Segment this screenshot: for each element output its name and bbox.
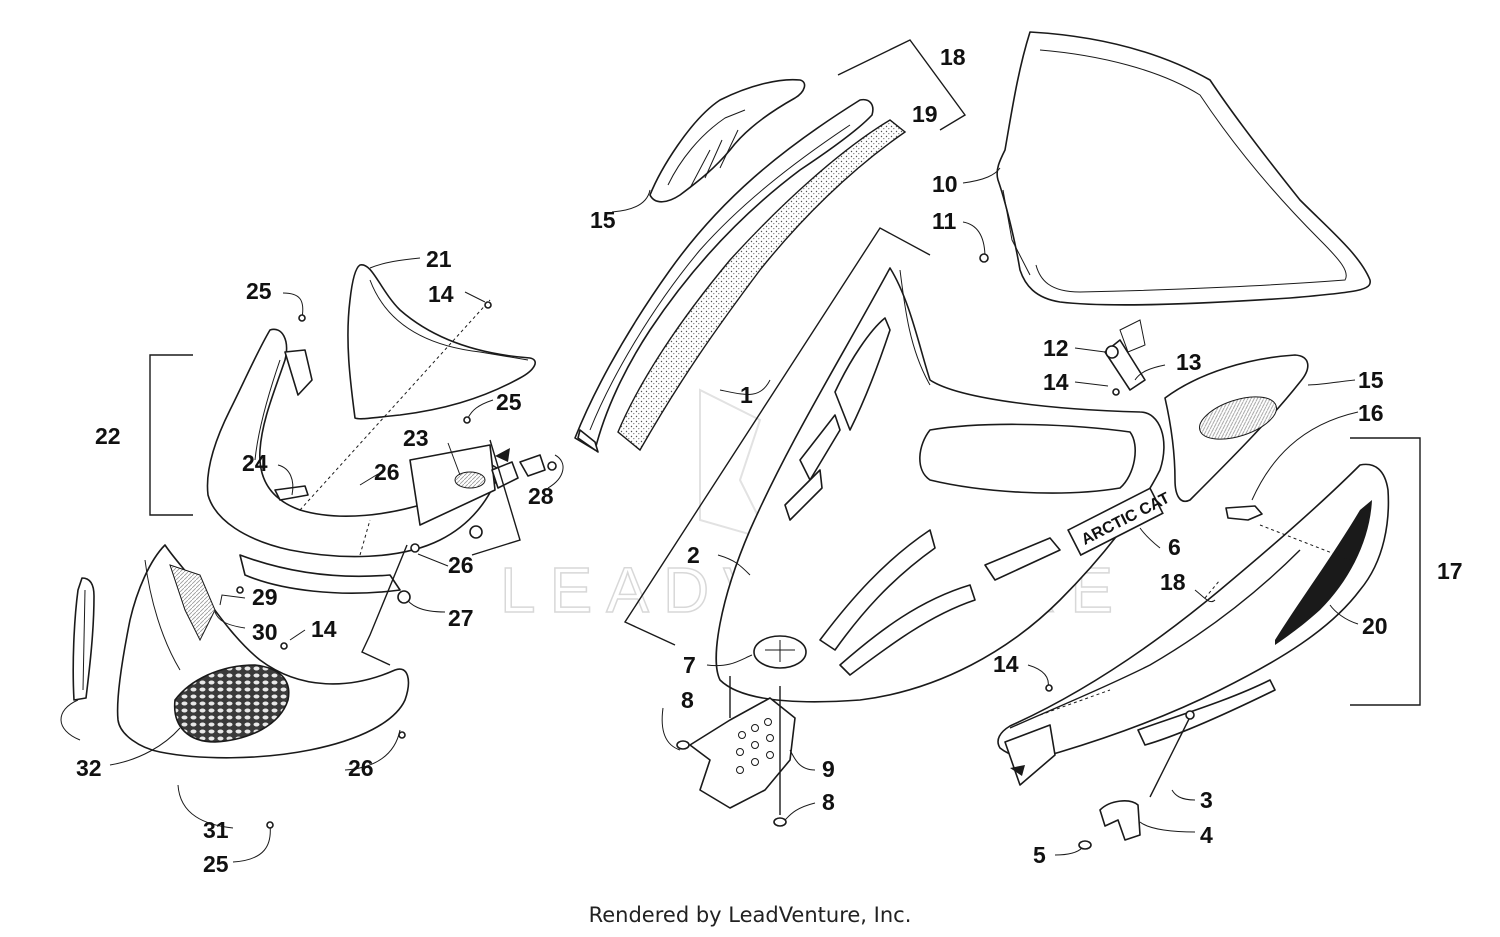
callout-8b: 8 [822,789,835,815]
callout-9: 9 [822,756,835,782]
callout-16: 16 [1358,400,1384,426]
callout-22: 22 [95,423,121,449]
callout-15a: 15 [590,207,616,233]
callout-14c: 14 [311,616,337,642]
callout-25c: 25 [203,851,229,877]
callout-25a: 25 [246,278,272,304]
callout-10: 10 [932,171,958,197]
side-vent-strip [72,577,95,701]
callout-7: 7 [683,652,696,678]
callouts: 1 2 3 4 5 6 7 8 8 9 10 11 12 13 14 14 14… [76,44,1463,877]
right-side-panel [997,463,1390,786]
lower-fascia [116,544,410,759]
callout-23: 23 [403,425,429,451]
foam-strip [617,119,907,452]
callout-29: 29 [252,584,278,610]
callout-11: 11 [932,208,957,234]
callout-14a: 14 [428,281,454,307]
fasteners [236,253,1120,829]
callout-1: 1 [740,382,753,408]
callout-18a: 18 [940,44,966,70]
callout-21: 21 [426,246,452,272]
callout-31: 31 [203,817,229,843]
leader-lines [60,167,1359,863]
callout-28: 28 [528,483,554,509]
callout-13: 13 [1176,349,1202,375]
callout-5: 5 [1033,842,1046,868]
callout-15b: 15 [1358,367,1384,393]
clip [1225,505,1263,521]
callout-32: 32 [76,755,102,781]
callout-4: 4 [1200,822,1213,848]
top-trim-strip [574,98,874,453]
right-vent-trim [1164,354,1309,502]
bottom-bracket-hardware [1078,710,1195,850]
callout-19: 19 [912,101,938,127]
callout-24: 24 [242,450,268,476]
callout-12: 12 [1043,335,1069,361]
callout-6: 6 [1168,534,1181,560]
callout-3: 3 [1200,787,1213,813]
callout-26c: 26 [348,755,374,781]
callout-2: 2 [687,542,700,568]
rendered-by-footer: Rendered by LeadVenture, Inc. [588,903,912,927]
upper-vent-trim [649,78,806,203]
callout-18b: 18 [1160,569,1186,595]
callout-26b: 26 [448,552,474,578]
callout-17: 17 [1437,558,1463,584]
callout-30: 30 [252,619,278,645]
callout-20: 20 [1362,613,1388,639]
hood [715,267,1165,703]
callout-8a: 8 [681,687,694,713]
skid-plate [676,676,796,827]
bracket [1104,319,1146,391]
callout-14d: 14 [993,651,1019,677]
nose-pan [206,328,501,594]
callout-25b: 25 [496,389,522,415]
windshield [996,31,1371,306]
callout-27: 27 [448,605,474,631]
wind-deflector [347,264,536,420]
callout-14b: 14 [1043,369,1069,395]
callout-26a: 26 [374,459,400,485]
